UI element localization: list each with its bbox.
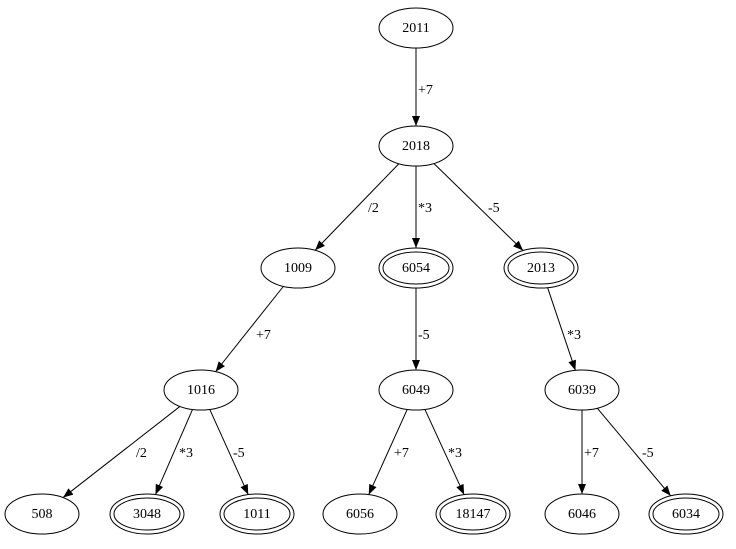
node-label: 18147 xyxy=(456,507,491,522)
node-6046: 6046 xyxy=(544,493,620,535)
node-6034: 6034 xyxy=(648,493,724,535)
edge-label: *3 xyxy=(418,201,432,216)
node-ellipse xyxy=(109,493,185,535)
node-inner-ring xyxy=(439,497,507,531)
node-label: 6056 xyxy=(346,507,374,522)
edge-label: *3 xyxy=(179,446,193,461)
node-ellipse xyxy=(503,247,579,289)
node-inner-ring xyxy=(652,497,720,531)
node-ellipse xyxy=(648,493,724,535)
edge-label: /2 xyxy=(368,201,379,216)
node-6054: 6054 xyxy=(378,247,454,289)
edge-label: +7 xyxy=(394,446,409,461)
node-1009: 1009 xyxy=(260,247,336,289)
node-ellipse xyxy=(544,493,620,535)
node-2013: 2013 xyxy=(503,247,579,289)
node-label: 6046 xyxy=(568,507,596,522)
node-inner-ring xyxy=(223,497,291,531)
edge-2018-to-1009 xyxy=(314,163,400,251)
edge-2018-to-2013 xyxy=(433,163,524,251)
node-label: 1009 xyxy=(284,261,312,276)
edge-2013-to-6039 xyxy=(547,287,576,371)
node-ellipse xyxy=(322,493,398,535)
node-1016: 1016 xyxy=(163,369,239,411)
edge-label: -5 xyxy=(642,446,654,461)
node-label: 2011 xyxy=(402,21,429,36)
edge-label: +7 xyxy=(256,328,271,343)
node-508: 508 xyxy=(4,493,80,535)
node-2011: 2011 xyxy=(378,7,454,49)
edge-6039-to-6034 xyxy=(596,407,672,497)
node-label: 2018 xyxy=(402,139,430,154)
node-label: 2013 xyxy=(527,261,555,276)
node-1011: 1011 xyxy=(219,493,295,535)
node-ellipse xyxy=(260,247,336,289)
node-inner-ring xyxy=(507,251,575,285)
edge-6049-to-6056 xyxy=(368,409,408,495)
node-label: 1016 xyxy=(187,383,215,398)
node-ellipse xyxy=(378,247,454,289)
node-label: 6049 xyxy=(402,383,430,398)
node-label: 1011 xyxy=(243,507,270,522)
edge-1016-to-3048 xyxy=(155,409,193,495)
node-inner-ring xyxy=(113,497,181,531)
edge-label: +7 xyxy=(418,83,433,98)
node-label: 6039 xyxy=(568,383,596,398)
edge-label: -5 xyxy=(418,328,430,343)
node-6056: 6056 xyxy=(322,493,398,535)
node-ellipse xyxy=(378,7,454,49)
edge-label: /2 xyxy=(136,446,147,461)
node-ellipse xyxy=(219,493,295,535)
node-label: 508 xyxy=(32,507,53,522)
node-ellipse xyxy=(435,493,511,535)
node-ellipse xyxy=(4,493,80,535)
node-18147: 18147 xyxy=(435,493,511,535)
edge-label: -5 xyxy=(233,446,245,461)
node-ellipse xyxy=(378,125,454,167)
node-label: 6054 xyxy=(402,261,430,276)
node-inner-ring xyxy=(382,251,450,285)
edge-label: *3 xyxy=(448,446,462,461)
node-6039: 6039 xyxy=(544,369,620,411)
edge-label: -5 xyxy=(488,201,500,216)
edge-label: +7 xyxy=(584,446,599,461)
edge-6049-to-18147 xyxy=(424,409,465,495)
node-label: 3048 xyxy=(133,507,161,522)
node-6049: 6049 xyxy=(378,369,454,411)
edge-1009-to-1016 xyxy=(215,286,284,372)
node-3048: 3048 xyxy=(109,493,185,535)
edge-1016-to-508 xyxy=(62,406,181,498)
node-ellipse xyxy=(378,369,454,411)
node-2018: 2018 xyxy=(378,125,454,167)
edge-1016-to-1011 xyxy=(209,409,249,495)
edges-layer: +7/2 *3 -5 +7 -5 *3/2 *3 -5 +7 *3 +7 -5 xyxy=(62,48,672,498)
node-ellipse xyxy=(544,369,620,411)
edge-label: *3 xyxy=(567,328,581,343)
node-ellipse xyxy=(163,369,239,411)
nodes-layer: 2011 2018 1009 6054 2013 1016 6049 6039 508 3048 1… xyxy=(4,7,724,535)
node-label: 6034 xyxy=(672,507,700,522)
